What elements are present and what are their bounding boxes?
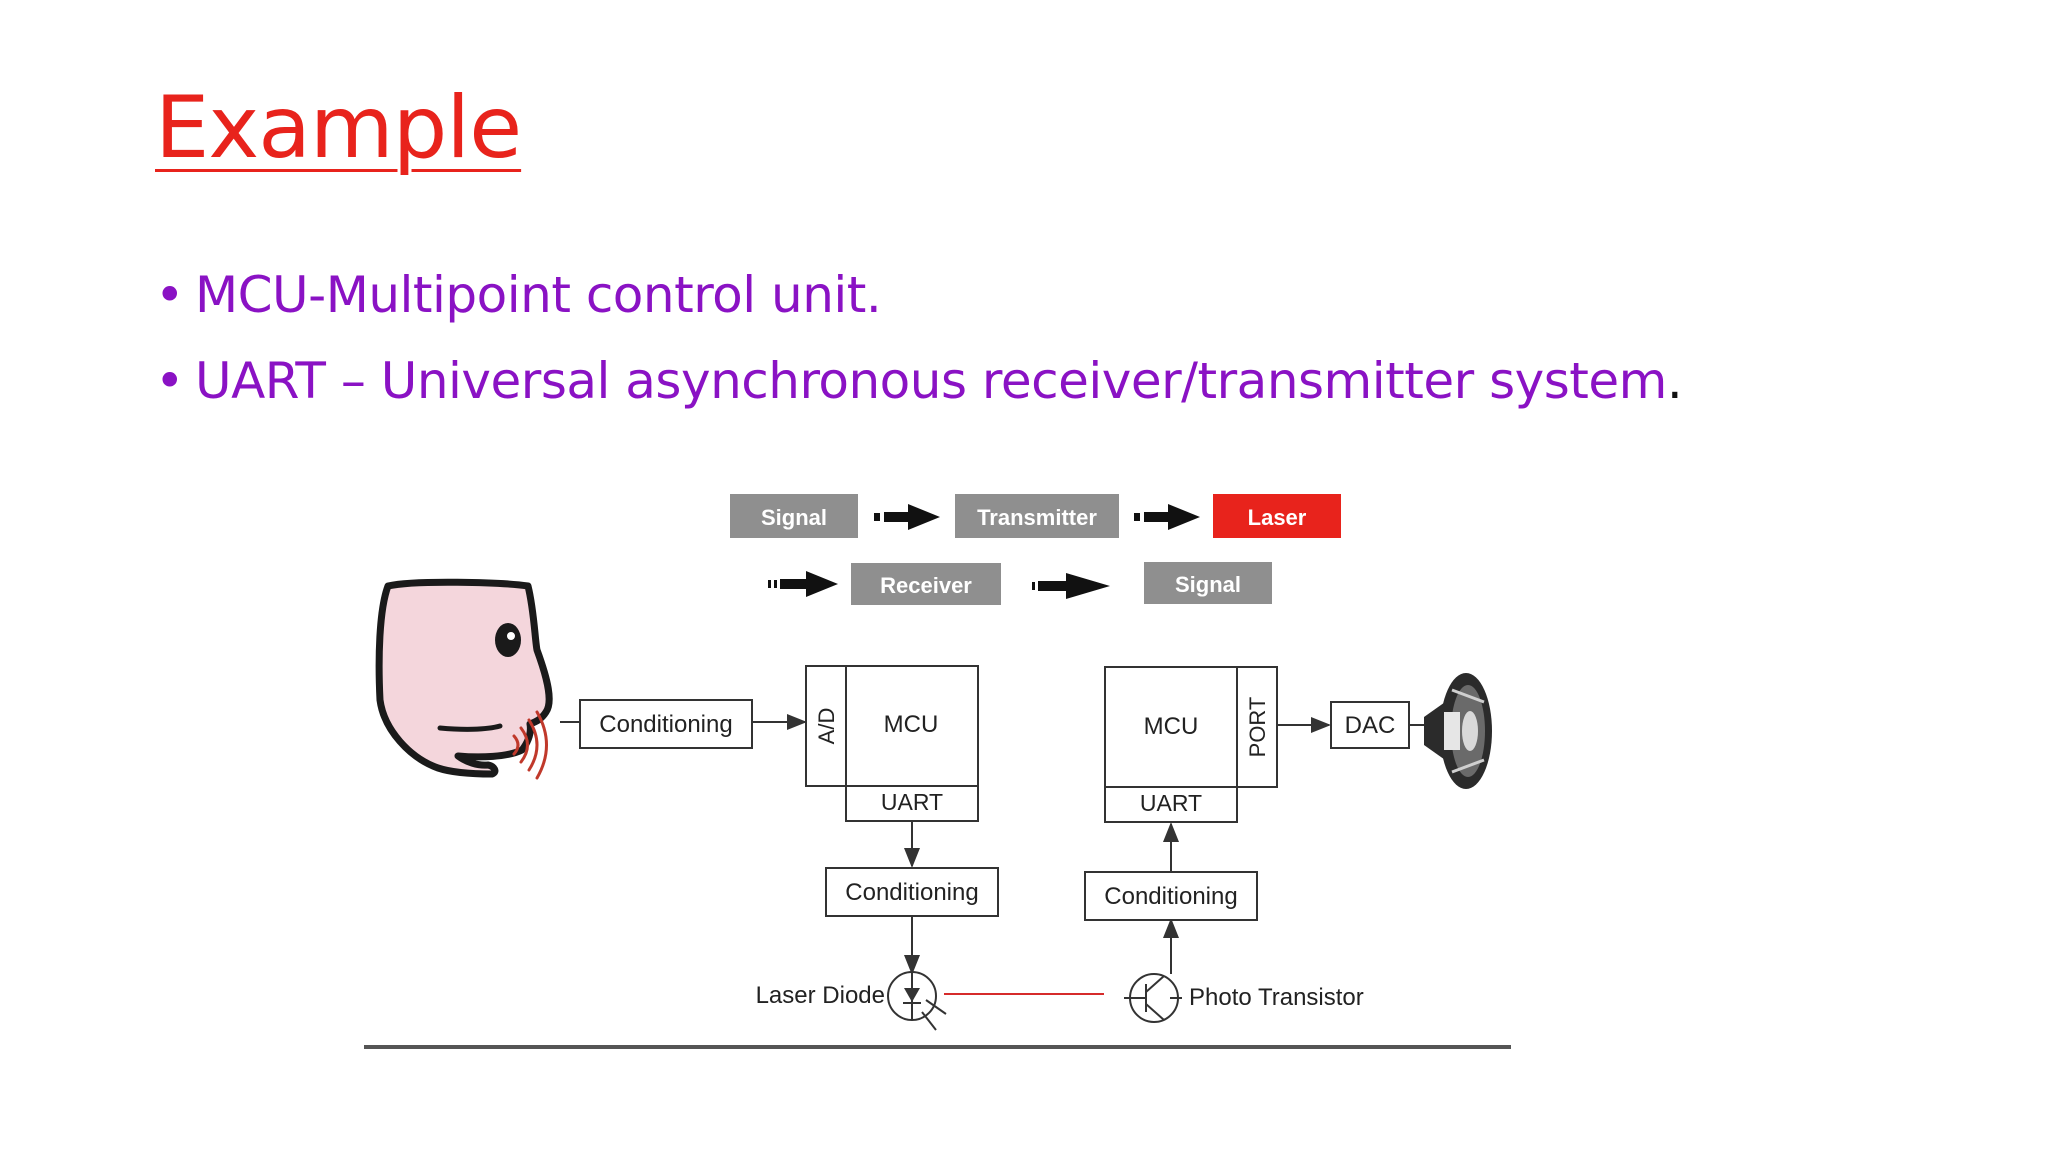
bullet-item-mcu: •MCU-Multipoint control unit. <box>155 252 1682 338</box>
legend-receiver-label: Receiver <box>880 573 972 598</box>
legend-signal-bottom: Signal <box>1144 562 1272 604</box>
legend-laser: Laser <box>1213 494 1341 538</box>
conditioning-input-box: Conditioning <box>579 699 753 749</box>
photo-transistor-icon <box>1124 973 1182 1023</box>
legend-signal-bottom-label: Signal <box>1175 572 1241 597</box>
bullet-dot: • <box>155 266 185 324</box>
bullet-text-uart: UART – Universal asynchronous receiver/t… <box>195 352 1667 410</box>
mcu-tx-label: MCU <box>884 711 939 738</box>
legend-arrow-2 <box>1134 504 1200 530</box>
mcu-tx-block: A/D MCU UART <box>805 665 979 822</box>
photo-transistor-label: Photo Transistor <box>1189 984 1364 1011</box>
sound-waves-icon <box>512 710 548 780</box>
bullet-dot: • <box>155 352 185 410</box>
legend-laser-label: Laser <box>1248 505 1307 530</box>
conditioning-rx-box: Conditioning <box>1084 871 1258 921</box>
mcu-rx-label: MCU <box>1144 713 1199 740</box>
port-label: PORT <box>1245 697 1270 758</box>
ad-label: A/D <box>814 708 839 745</box>
legend-arrow-3 <box>768 571 838 597</box>
dac-box: DAC <box>1330 701 1410 749</box>
legend-transmitter-label: Transmitter <box>977 505 1097 530</box>
slide-title: Example <box>155 78 522 178</box>
speaking-face-icon <box>375 578 553 778</box>
bullet-item-uart: •UART – Universal asynchronous receiver/… <box>155 338 1683 424</box>
conditioning-tx-box: Conditioning <box>825 867 999 917</box>
laser-diode-icon <box>887 971 947 1031</box>
laser-diode-label: Laser Diode <box>756 982 885 1009</box>
dac-label: DAC <box>1345 712 1396 739</box>
legend-signal-top-label: Signal <box>761 505 827 530</box>
conditioning-tx-label: Conditioning <box>845 879 978 906</box>
uart-rx-label: UART <box>1140 790 1202 816</box>
legend-signal-top: Signal <box>730 494 858 538</box>
legend-transmitter: Transmitter <box>955 494 1119 538</box>
bullet-text-mcu: MCU-Multipoint control unit. <box>195 266 882 324</box>
mcu-rx-block: MCU PORT UART <box>1104 666 1278 823</box>
bullet-list: •MCU-Multipoint control unit. •UART – Un… <box>155 252 1683 424</box>
legend-arrow-1 <box>874 504 940 530</box>
bullet-period: . <box>1666 352 1683 410</box>
legend-receiver: Receiver <box>851 563 1001 605</box>
conditioning-input-label: Conditioning <box>599 711 732 738</box>
legend-arrow-4 <box>1032 573 1110 599</box>
conditioning-rx-label: Conditioning <box>1104 883 1237 910</box>
uart-tx-label: UART <box>881 789 943 815</box>
speaker-icon <box>1424 673 1492 789</box>
